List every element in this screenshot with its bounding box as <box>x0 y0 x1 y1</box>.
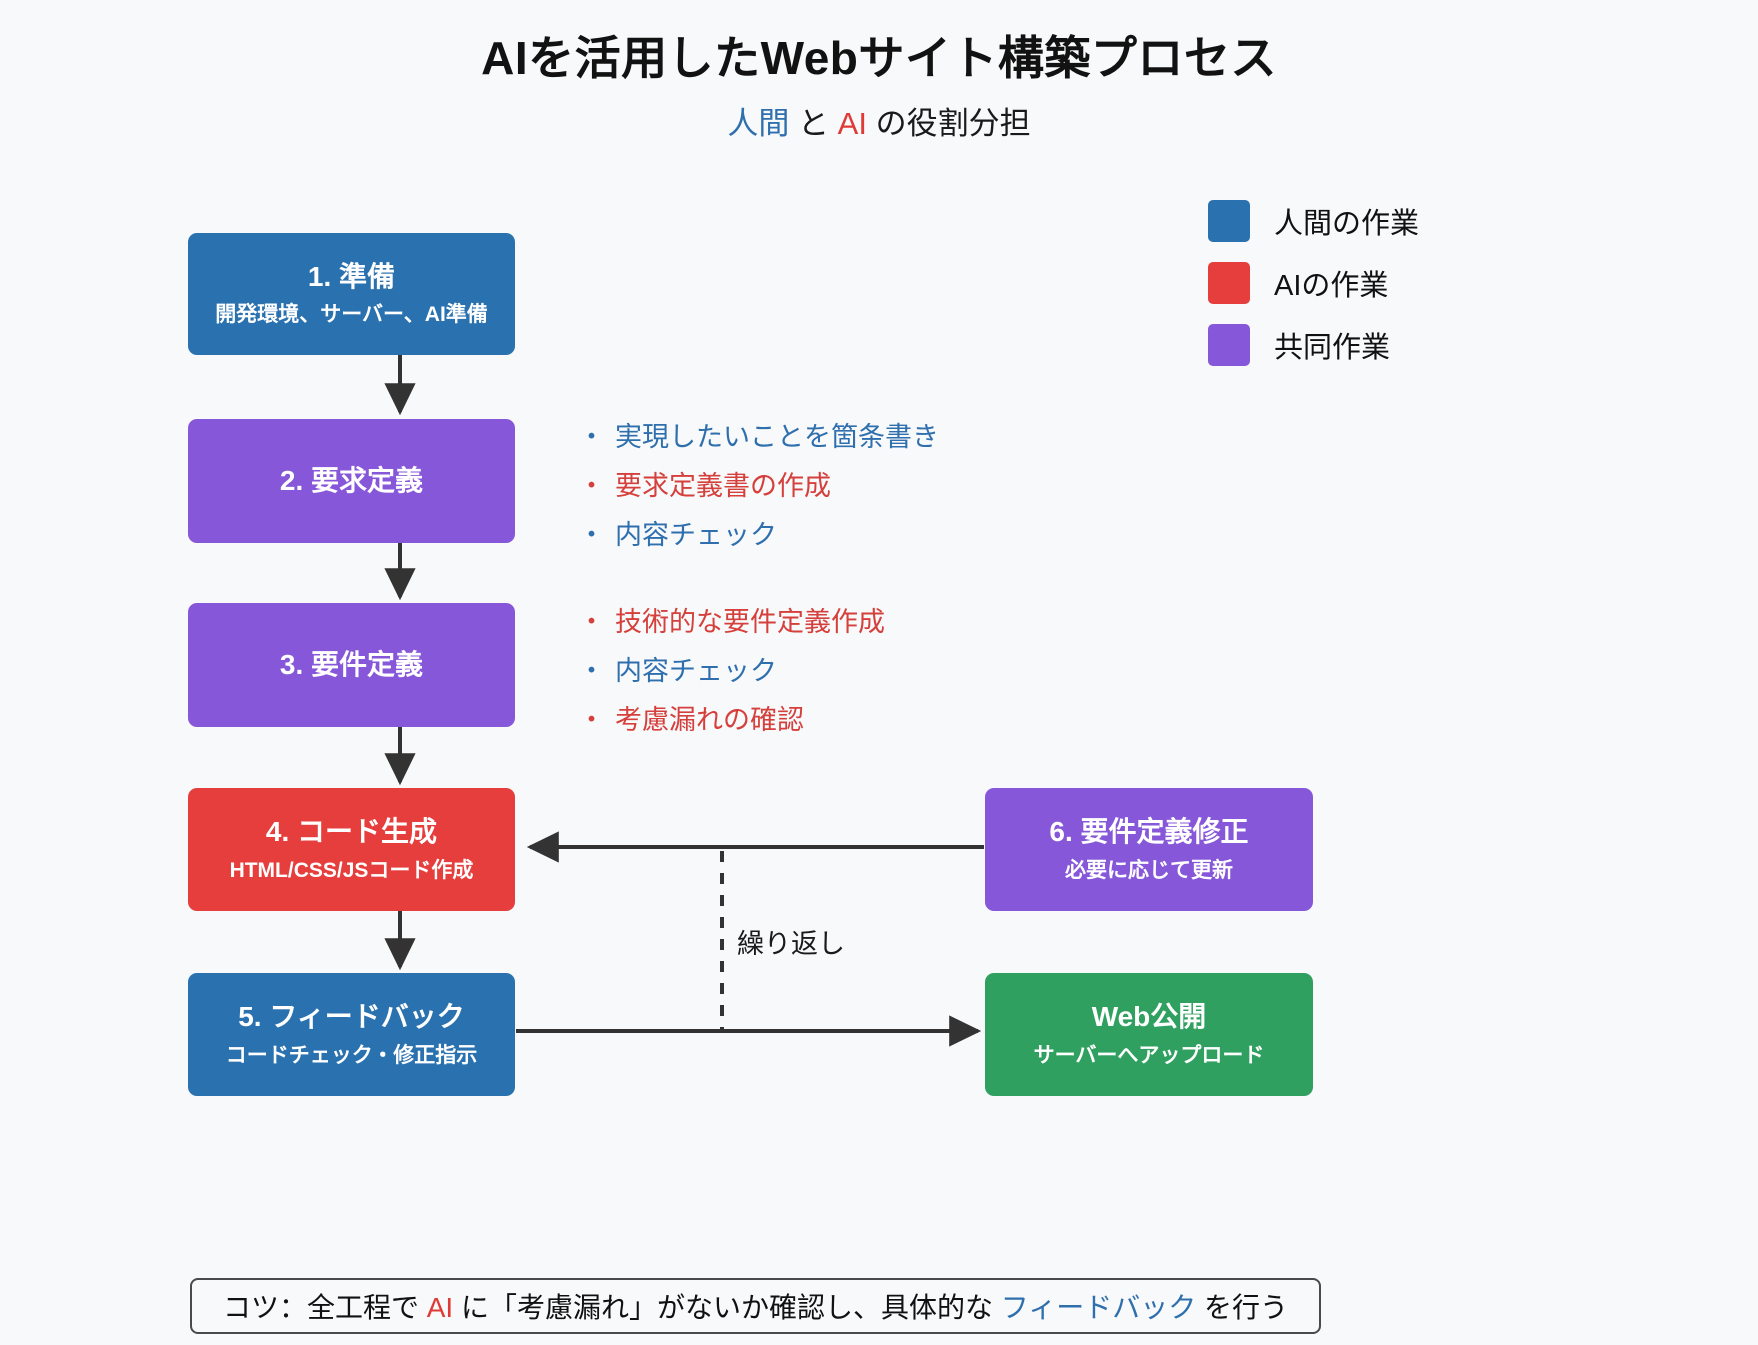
node-step6-title: 6. 要件定義修正 <box>1049 816 1249 848</box>
node-step1-title: 1. 準備 <box>307 260 396 292</box>
node-web-publish-title: Web公開 <box>1091 1001 1207 1033</box>
bullet-item: ・考慮漏れの確認 <box>578 707 885 734</box>
legend-swatch-joint <box>1208 324 1250 366</box>
node-step4[interactable]: 4. コード生成 HTML/CSS/JSコード作成 <box>188 788 515 911</box>
bullet-marker-icon: ・ <box>578 705 605 735</box>
legend-label-human: 人間の作業 <box>1274 208 1420 240</box>
legend-label-joint: 共同作業 <box>1274 332 1391 364</box>
node-step6[interactable]: 6. 要件定義修正 必要に応じて更新 <box>985 788 1313 911</box>
bullet-item: ・内容チェック <box>578 658 885 685</box>
tip-text: コツ：全工程で AI に「考慮漏れ」がないか確認し、具体的な フィードバック を… <box>223 1286 1288 1326</box>
node-web-publish[interactable]: Web公開 サーバーへアップロード <box>985 973 1313 1096</box>
node-step5-subtitle: コードチェック・修正指示 <box>225 1043 478 1067</box>
bullet-marker-icon: ・ <box>578 520 605 550</box>
node-step2-title: 2. 要求定義 <box>279 464 424 496</box>
node-step4-title: 4. コード生成 <box>265 816 438 848</box>
bullet-text: 内容チェック <box>615 656 777 686</box>
bullet-marker-icon: ・ <box>578 422 605 452</box>
tip-tail-text: を行う <box>1196 1292 1289 1323</box>
bullet-group-step3: ・技術的な要件定義作成 ・内容チェック ・考慮漏れの確認 <box>578 609 885 756</box>
bullet-text: 要求定義書の作成 <box>615 471 831 501</box>
bullet-item: ・技術的な要件定義作成 <box>578 609 885 636</box>
node-web-publish-subtitle: サーバーへアップロード <box>1033 1043 1265 1067</box>
legend: 人間の作業 AIの作業 共同作業 <box>1208 190 1419 376</box>
bullet-text: 内容チェック <box>615 520 777 550</box>
bullet-text: 実現したいことを箇条書き <box>615 422 939 452</box>
legend-item-joint: 共同作業 <box>1208 314 1419 376</box>
subtitle-connector: と <box>789 106 838 141</box>
subtitle-tail-text: の役割分担 <box>866 106 1031 141</box>
loop-label: 繰り返し <box>737 929 845 959</box>
bullet-marker-icon: ・ <box>578 471 605 501</box>
tip-lead-text: コツ：全工程で <box>222 1292 427 1323</box>
bullet-group-step2: ・実現したいことを箇条書き ・要求定義書の作成 ・内容チェック <box>578 424 939 571</box>
bullet-marker-icon: ・ <box>578 607 605 637</box>
bullet-item: ・実現したいことを箇条書き <box>578 424 939 451</box>
tip-ai-text: AI <box>426 1292 454 1323</box>
tip-human-text: フィードバック <box>1000 1292 1197 1323</box>
node-step6-subtitle: 必要に応じて更新 <box>1065 858 1233 882</box>
bullet-item: ・要求定義書の作成 <box>578 473 939 500</box>
bullet-text: 考慮漏れの確認 <box>615 705 804 735</box>
bullet-text: 技術的な要件定義作成 <box>615 607 885 637</box>
node-step5-title: 5. フィードバック <box>238 1001 465 1033</box>
tip-mid-text: に「考慮漏れ」がないか確認し、具体的な <box>453 1292 1001 1323</box>
node-step2[interactable]: 2. 要求定義 <box>188 419 515 543</box>
tip-box: コツ：全工程で AI に「考慮漏れ」がないか確認し、具体的な フィードバック を… <box>190 1278 1321 1334</box>
node-step5[interactable]: 5. フィードバック コードチェック・修正指示 <box>188 973 515 1096</box>
legend-swatch-ai <box>1208 262 1250 304</box>
node-step1[interactable]: 1. 準備 開発環境、サーバー、AI準備 <box>188 233 515 355</box>
legend-item-human: 人間の作業 <box>1208 190 1419 252</box>
bullet-item: ・内容チェック <box>578 522 939 549</box>
subtitle-ai-text: AI <box>837 106 867 141</box>
node-step3[interactable]: 3. 要件定義 <box>188 603 515 727</box>
page-subtitle: 人間 と AI の役割分担 <box>0 98 1758 143</box>
legend-label-ai: AIの作業 <box>1274 270 1389 302</box>
legend-item-ai: AIの作業 <box>1208 252 1419 314</box>
bullet-marker-icon: ・ <box>578 656 605 686</box>
node-step4-subtitle: HTML/CSS/JSコード作成 <box>229 858 474 882</box>
node-step3-title: 3. 要件定義 <box>279 648 424 680</box>
subtitle-human-text: 人間 <box>727 106 790 141</box>
page-title: AIを活用したWebサイト構築プロセス <box>481 32 1277 84</box>
node-step1-subtitle: 開発環境、サーバー、AI準備 <box>215 303 488 326</box>
legend-swatch-human <box>1208 200 1250 242</box>
